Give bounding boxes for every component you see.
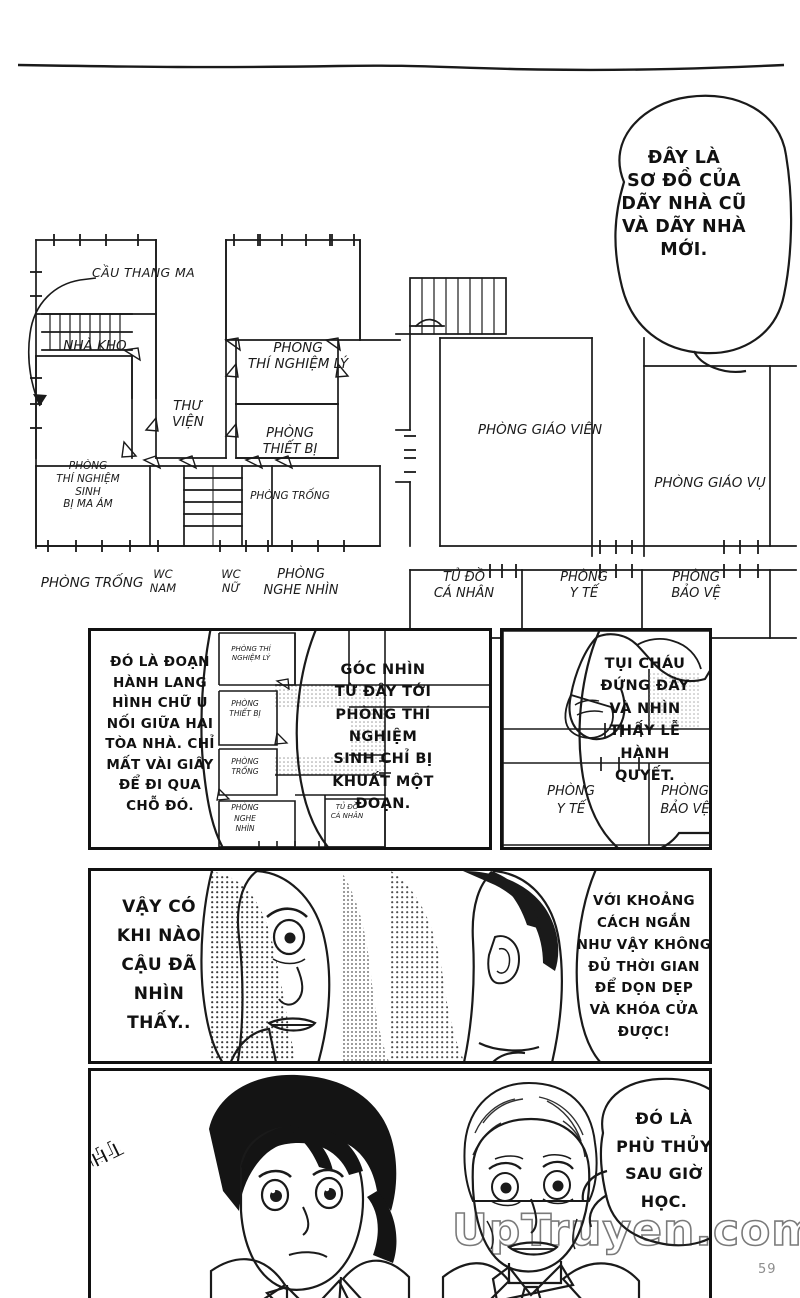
room-label-phong-giao-vu: PHÒNG GIÁO VỤ <box>654 475 766 491</box>
room-label-wc-nam: WC NAM <box>149 567 177 596</box>
panel3-room-label-bao-ve: PHÒNG BẢO VỆ <box>660 784 710 817</box>
room-label-tu-do-ca-nhan: TỦ ĐỒ CÁ NHÂN <box>433 570 495 601</box>
panel5-balloon-text: ĐÓ LÀ PHÙ THỦY SAU GIỜ HỌC. <box>616 1109 712 1211</box>
panel3-room-label-y-te: PHÒNG Y TẾ <box>547 784 595 817</box>
panel2-balloon-right-text: GÓC NHÌN TỪ ĐÂY TỚI PHÒNG THÍ NGHIỆM SIN… <box>332 662 434 812</box>
cau-thang-ma-label: CẦU THANG MA <box>92 265 196 280</box>
panel-4-two-men-reaction: VẬY CÓ KHI NÀO CẬU ĐÃ NHÌN THẤY.. VỚI KH… <box>88 868 712 1064</box>
panel5-balloon-shape <box>581 1077 709 1247</box>
panel2-balloon-left-shape <box>200 631 224 847</box>
panel4-balloon-right-text: VỚI KHOẢNG CÁCH NGẮN NHƯ VẬY KHÔNG ĐỦ TH… <box>576 893 712 1041</box>
panel1-speech-balloon <box>614 94 793 373</box>
room-label-wc-nu: WC NỮ <box>221 567 241 596</box>
panel2-room-label-thiet-bi: PHÒNG THIẾT BỊ <box>229 699 261 719</box>
panel4-balloon-right-shape <box>575 871 601 1061</box>
panel4-balloon-left-text: VẬY CÓ KHI NÀO CẬU ĐÃ NHÌN THẤY.. <box>116 897 202 1033</box>
room-label-nha-kho: NHÀ KHO <box>63 338 127 354</box>
panel2-room-label-tu-do: TỦ ĐỒ CÁ NHÂN <box>330 803 364 821</box>
panel4-artwork <box>209 871 563 1061</box>
page-number: 59 <box>758 1262 777 1277</box>
panel2-room-label-nghe-nhin: PHÒNG NGHE NHÌN <box>231 803 259 834</box>
panel3-balloon-shape <box>578 631 709 847</box>
room-label-phong-giao-vien: PHÒNG GIÁO VIÊN <box>477 422 603 438</box>
panel2-room-label-tn-ly: PHÒNG THÍ NGHIỆM LÝ <box>231 645 271 663</box>
room-label-phong-trong-1: PHÒNG TRỐNG <box>250 490 330 502</box>
panel2-miniplan-drawing <box>216 631 489 847</box>
room-label-phong-trong-2: PHÒNG TRỐNG <box>40 575 144 591</box>
old-wing-plan-drawing <box>30 234 401 552</box>
panel3-balloon-text: TỤI CHÁU ĐỨNG ĐÂY VÀ NHÌN THẤY LỄ HÀNH Q… <box>600 656 690 785</box>
room-label-phong-bao-ve: PHÒNG BẢO VỆ <box>671 570 721 601</box>
top-divider-rule <box>17 62 785 72</box>
panel2-balloon-left-text: ĐÓ LÀ ĐOẠN HÀNH LANG HÌNH CHỮ U NỐI GIỮA… <box>105 654 215 814</box>
room-label-phong-tn-sinh: PHÒNG THÍ NGHIỆM SINH BỊ MA ÁM <box>56 460 120 511</box>
new-wing-plan-drawing <box>395 277 797 639</box>
room-label-thu-vien: THƯ VIỆN <box>172 398 204 431</box>
panel-5-hajime-and-old-man: THỊCH ĐÓ LÀ PHÙ THỦY SAU GIỜ HỌC. <box>88 1068 712 1298</box>
panel-2-corridor-closeup: ĐÓ LÀ ĐOẠN HÀNH LANG HÌNH CHỮ U NỐI GIỮA… <box>88 628 492 850</box>
room-label-phong-thiet-bi: PHÒNG THIẾT BỊ <box>262 426 318 457</box>
panel2-balloon-right-shape <box>295 631 330 847</box>
panel4-balloon-left-shape <box>200 871 224 1061</box>
panel2-room-label-trong: PHÒNG TRỐNG <box>231 757 259 777</box>
room-label-phong-tn-ly: PHÒNG THÍ NGHIỆM LÝ <box>247 340 349 373</box>
panel-3-finger-pointing: PHÒNG Y TẾ PHÒNG BẢO VỆ TỤI CHÁU ĐỨNG ĐÂ… <box>500 628 712 850</box>
panel5-artwork <box>209 1074 641 1298</box>
panel-1-floorplan: CẦU THANG MA <box>0 90 800 639</box>
room-label-phong-y-te: PHÒNG Y TẾ <box>560 570 608 601</box>
panel3-miniplan-drawing <box>503 631 709 847</box>
panel1-balloon-text: ĐÂY LÀ SƠ ĐỒ CỦA DÃY NHÀ CŨ VÀ DÃY NHÀ M… <box>621 148 747 261</box>
room-label-phong-nghe-nhin: PHÒNG NGHE NHÌN <box>263 567 339 598</box>
